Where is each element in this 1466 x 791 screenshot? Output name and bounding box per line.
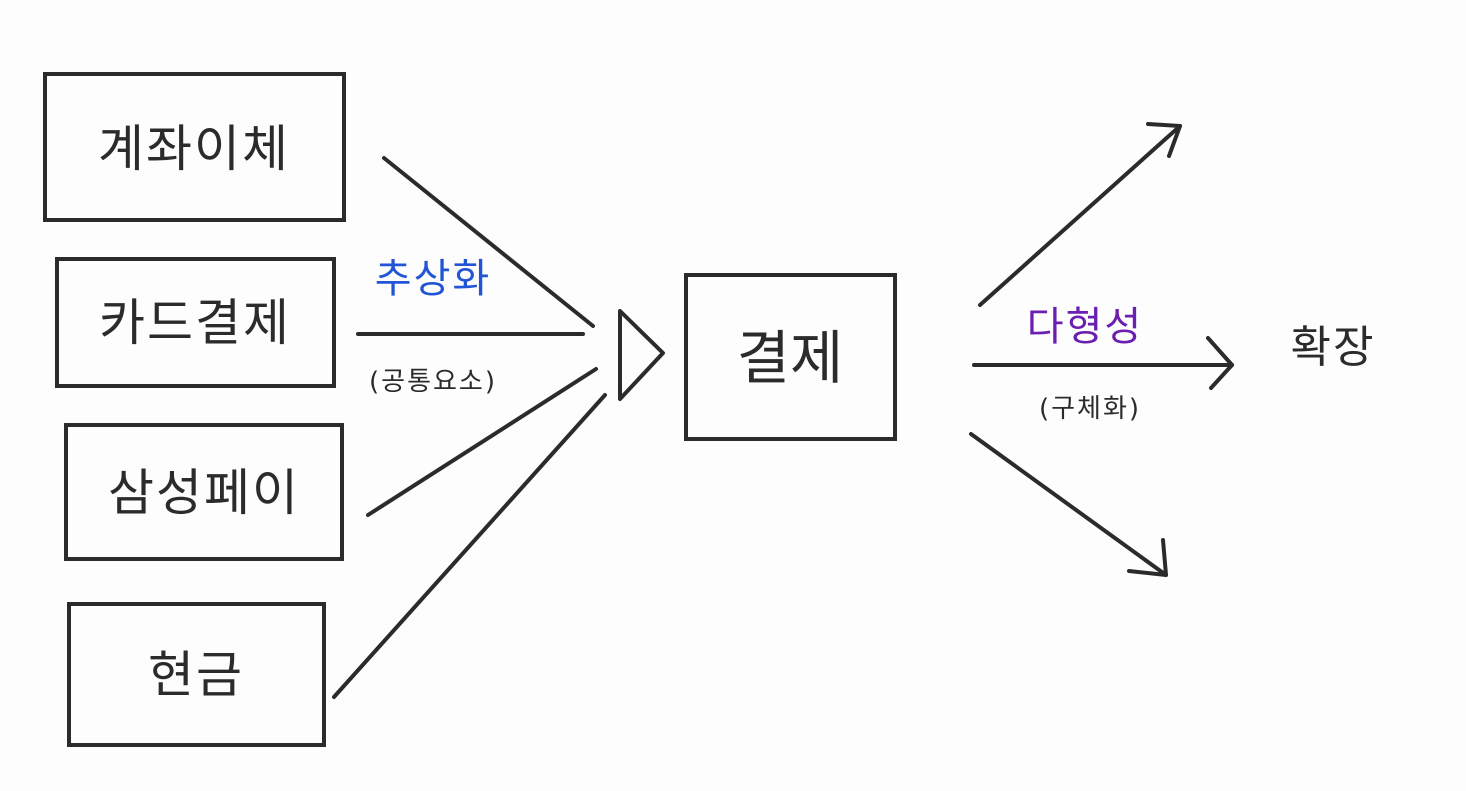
- source-label-samsung-pay: 삼성페이: [108, 464, 300, 522]
- diverge-arrow-middle: [972, 336, 1234, 390]
- diverge-arrow-down: [969, 432, 1168, 577]
- polymorphism-label: 다형성: [1027, 304, 1143, 350]
- source-label-account-transfer: 계좌이체: [98, 120, 290, 178]
- converge-line-3: [366, 367, 598, 517]
- abstraction-sub-label: (공통요소): [369, 367, 497, 397]
- source-box-account-transfer: 계좌이체: [43, 72, 346, 222]
- center-label-payment: 결제: [737, 324, 844, 392]
- source-label-card-payment: 카드결제: [99, 294, 291, 352]
- target-label-extension: 확장: [1291, 322, 1376, 373]
- center-box-payment: 결제: [684, 273, 897, 441]
- source-box-samsung-pay: 삼성페이: [64, 423, 344, 561]
- source-label-cash: 현금: [148, 646, 244, 704]
- source-box-cash: 현금: [67, 602, 326, 747]
- diverge-arrow-up: [978, 122, 1182, 307]
- abstraction-label: 추상화: [375, 256, 491, 302]
- source-box-card-payment: 카드결제: [55, 257, 336, 388]
- converge-line-1: [382, 156, 595, 328]
- polymorphism-sub-label: (구체화): [1039, 394, 1141, 424]
- inheritance-triangle-icon: [618, 309, 665, 401]
- converge-line-4: [332, 393, 607, 699]
